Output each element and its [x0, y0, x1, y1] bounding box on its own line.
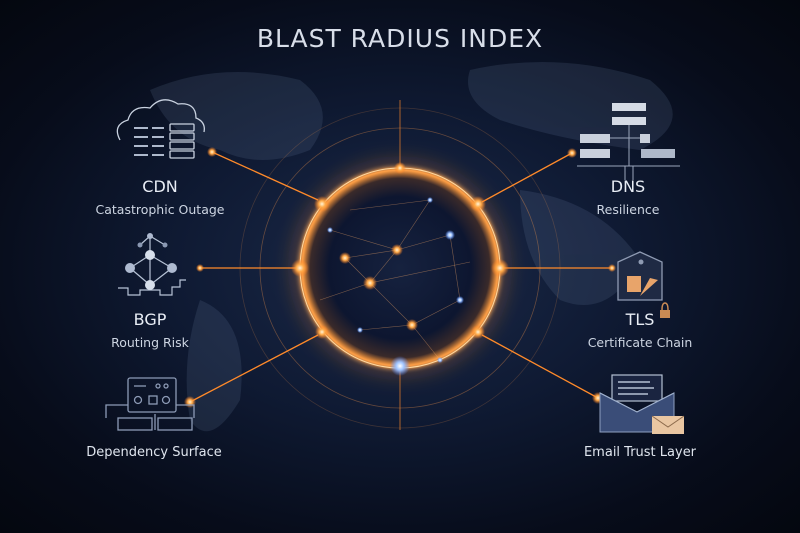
envelope-icon — [599, 374, 685, 434]
node-cdn: CDN Catastrophic Outage — [60, 177, 260, 217]
connector-cdn — [211, 151, 319, 201]
node-email: Email Trust Layer — [540, 445, 740, 460]
network-topology-icon — [118, 233, 186, 296]
node-cdn-name: CDN — [142, 177, 178, 196]
node-bgp-name: BGP — [133, 310, 167, 329]
node-tls-subtitle: Certificate Chain — [587, 335, 693, 350]
globe-core — [298, 166, 502, 370]
node-dependency-label: Dependency Surface — [86, 445, 222, 460]
node-tls: TLS Certificate Chain — [540, 310, 740, 350]
page-title: BLAST RADIUS INDEX — [256, 24, 544, 53]
node-bgp: BGP Routing Risk — [50, 310, 250, 350]
server-rack-icon — [577, 103, 680, 180]
anchor-glows — [291, 162, 509, 339]
node-cdn-subtitle: Catastrophic Outage — [95, 202, 225, 217]
globe-nodes — [327, 197, 464, 376]
world-map-background — [150, 62, 673, 432]
node-dns-name: DNS — [610, 177, 646, 196]
connector-dns — [481, 152, 573, 203]
node-dns: DNS Resilience — [528, 177, 728, 217]
shield-certificate-icon — [617, 251, 670, 318]
connector-dependency — [189, 334, 319, 403]
node-tls-name: TLS — [625, 310, 655, 329]
node-email-label: Email Trust Layer — [583, 445, 697, 460]
node-bgp-subtitle: Routing Risk — [111, 335, 189, 350]
circuit-module-icon — [105, 377, 195, 431]
globe-network — [319, 199, 471, 361]
connector-email — [481, 334, 599, 399]
node-dependency: Dependency Surface — [54, 445, 254, 460]
cloud-server-icon — [116, 99, 205, 159]
node-dns-subtitle: Resilience — [596, 202, 660, 217]
